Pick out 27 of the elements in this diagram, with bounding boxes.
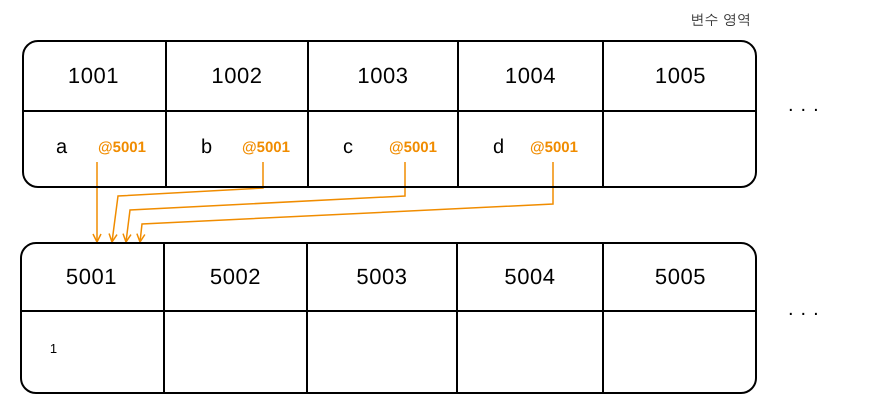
memory-cell: 1 — [20, 312, 163, 394]
variable-name: c — [343, 135, 353, 160]
address-cell: 5005 — [602, 242, 757, 312]
arrow — [108, 162, 264, 243]
address-cell: 5004 — [456, 242, 602, 312]
variable-name: a — [56, 135, 68, 160]
arrow — [92, 162, 102, 243]
address-cell: 1002 — [165, 40, 307, 112]
pointer-value: @5001 — [524, 138, 584, 158]
arrow — [122, 162, 406, 243]
region-label: 변수 영역 — [690, 11, 751, 30]
ellipsis: ... — [788, 297, 826, 322]
address-cell: 1004 — [457, 40, 602, 112]
pointer-value: @5001 — [383, 138, 443, 158]
pointer-value: @5001 — [236, 138, 296, 158]
address-cell: 5001 — [20, 242, 163, 312]
address-cell: 5003 — [306, 242, 456, 312]
ellipsis: ... — [788, 93, 826, 118]
address-cell: 1005 — [602, 40, 757, 112]
address-cell: 1001 — [22, 40, 165, 112]
pointer-value: @5001 — [92, 138, 152, 158]
variable-name: b — [201, 135, 212, 160]
memory-table — [20, 242, 757, 394]
variable-name: d — [493, 135, 504, 160]
address-cell: 5002 — [163, 242, 306, 312]
address-cell: 1003 — [307, 40, 457, 112]
arrow — [136, 162, 554, 243]
